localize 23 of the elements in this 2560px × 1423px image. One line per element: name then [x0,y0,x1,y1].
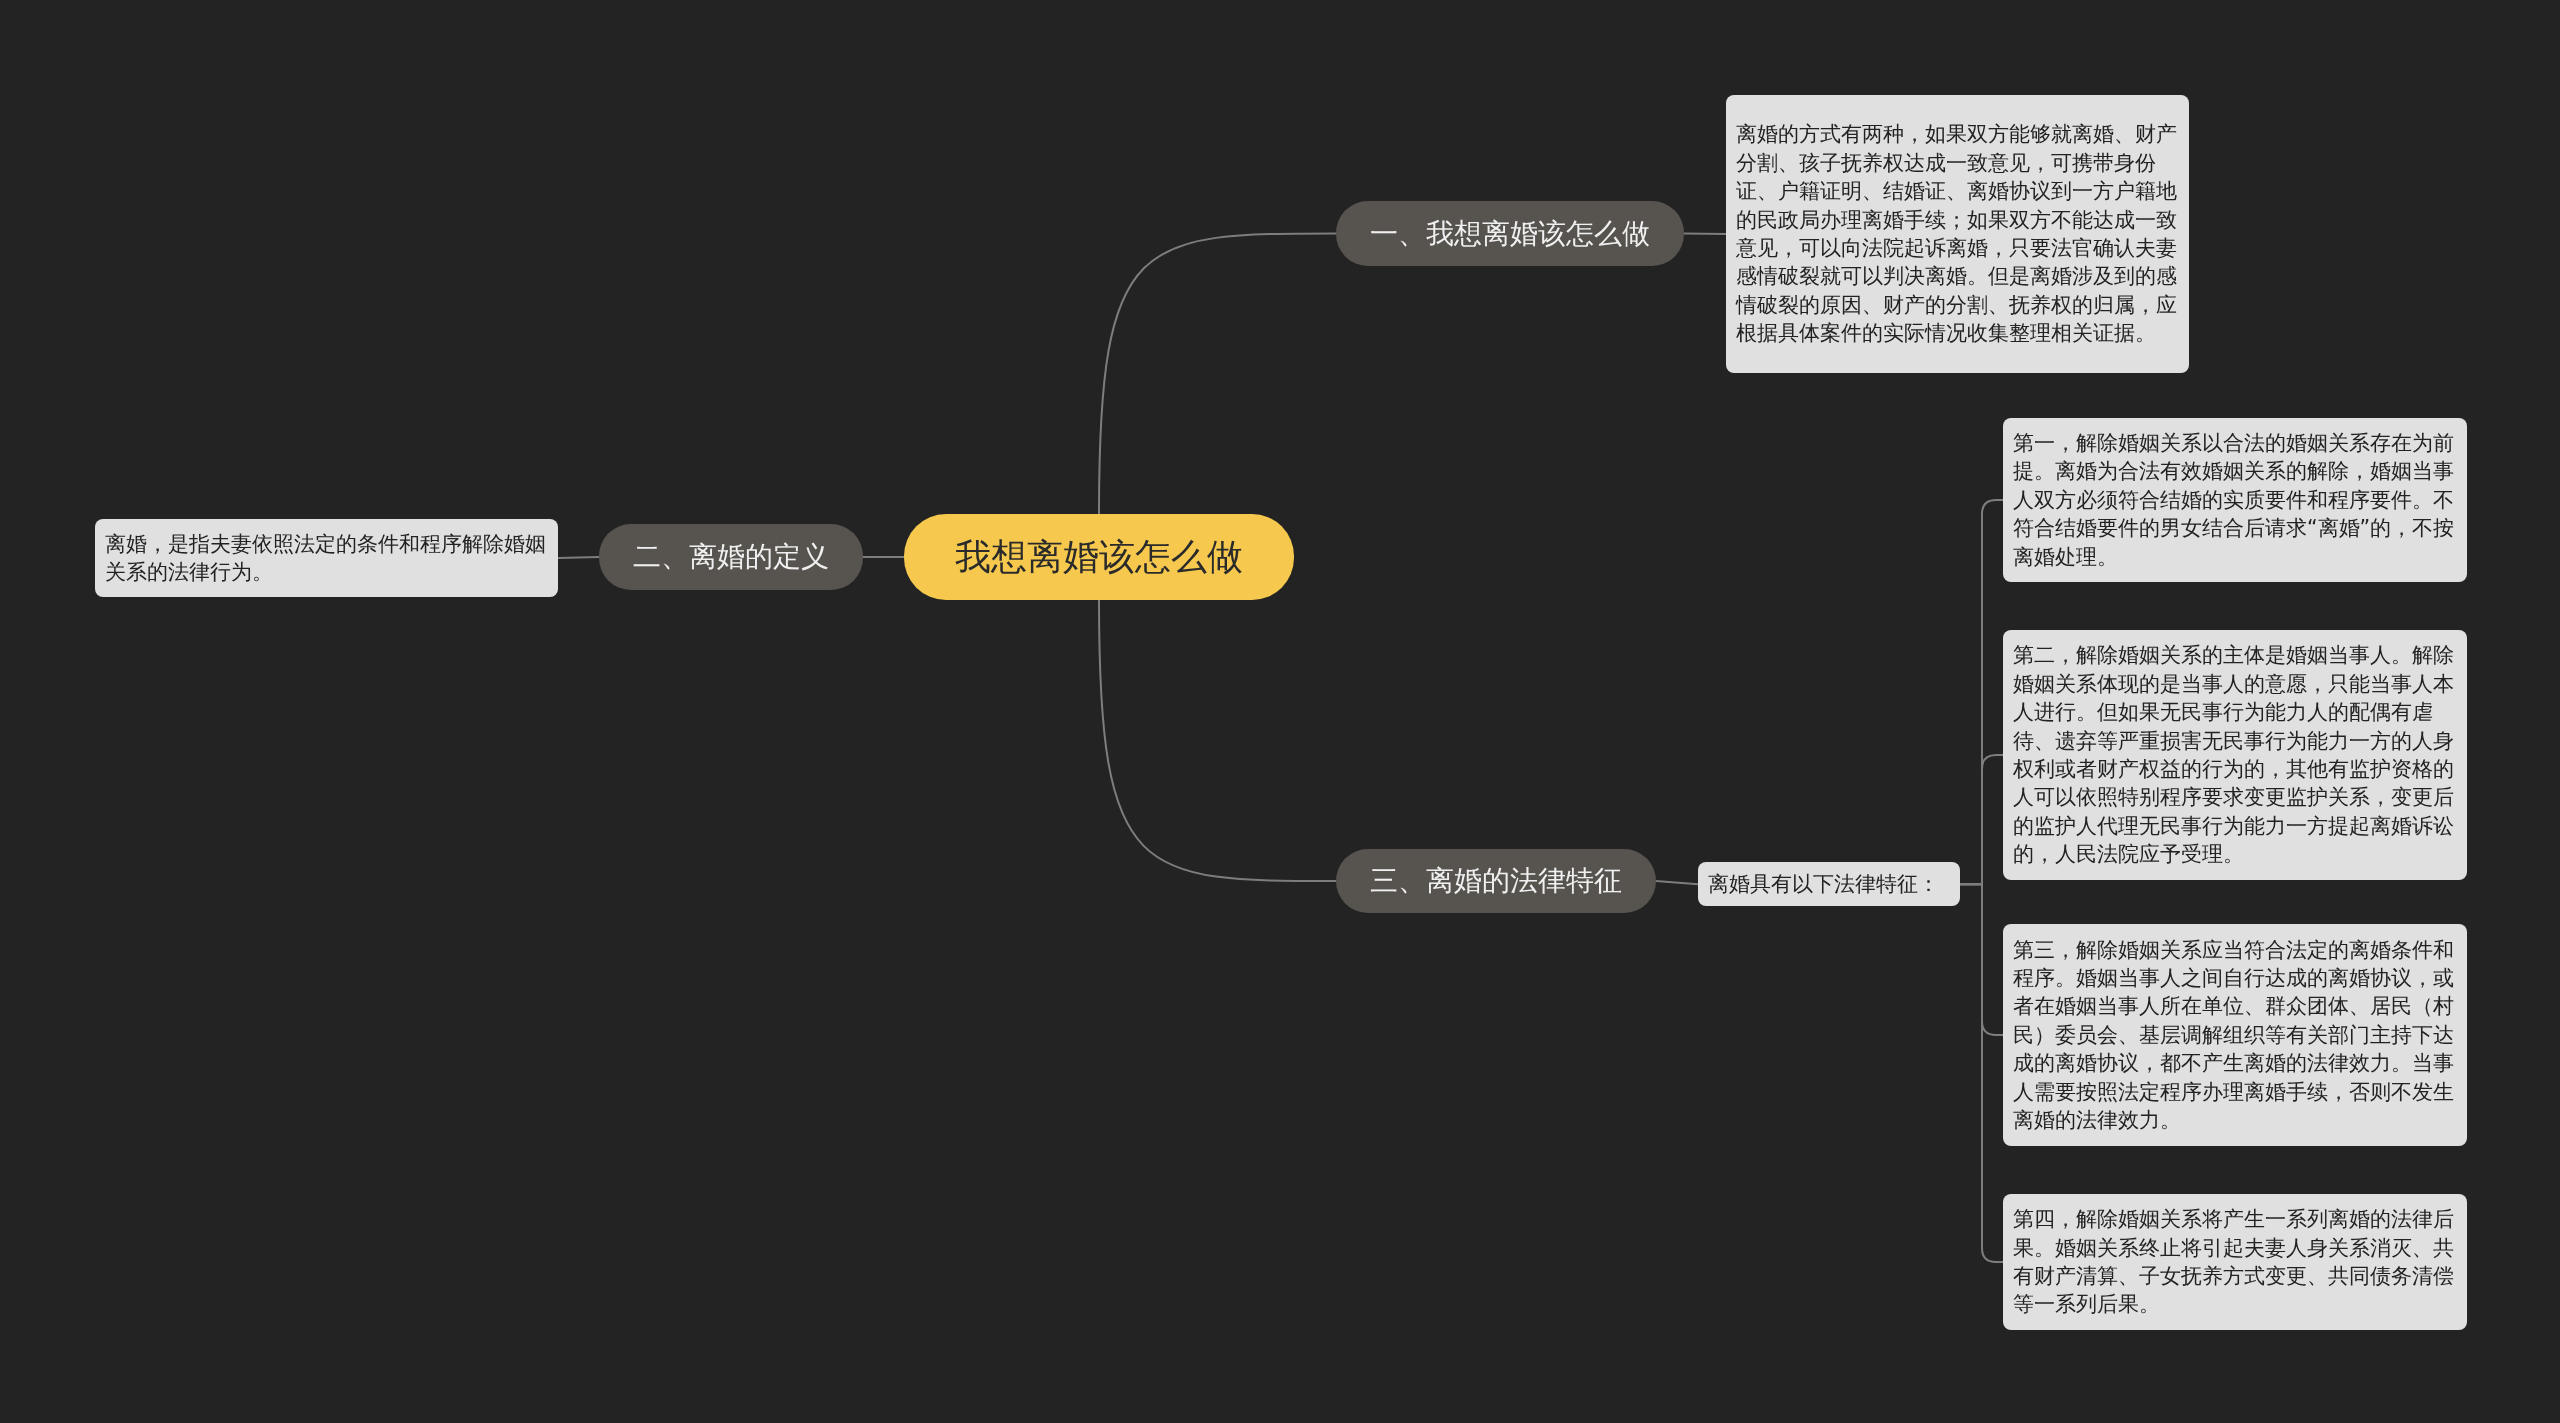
note-card [2003,924,2467,1146]
node-text: 离婚具有以下法律特征： [1708,871,1939,898]
connector-line [1655,880,1699,886]
connector-line [1098,232,1337,515]
note-card [95,519,558,597]
node-text: 一、我想离婚该怎么做 [1370,215,1650,252]
node-text: 二、离婚的定义 [633,539,829,575]
connector-line [557,556,600,559]
node-text: 离婚的方式有两种，如果双方能够就离婚、财产分割、孩子抚养权达成一致意见，可携带身份证、户籍证明、结婚证、离婚协议到一方户籍地的民政局办理离婚手续；如果双方不能达成一致意见，可以向法院起诉离婚，只要法官确认夫妻感情破裂就可以判决离婚。但是离婚涉及到的感情破裂的原因、财产的分割、抚养权的归属，应根据具体案件的实际情况收集整理相关证据。 [1736,121,2178,348]
node-text: 第四，解除婚姻关系将产生一系列离婚的法律后果。婚姻关系终止将引起夫妻人身关系消灭、共有财产清算、子女抚养方式变更、共同债务清偿等一系列后果。 [2013,1206,2455,1319]
node-text: 第二，解除婚姻关系的主体是婚姻当事人。解除婚姻关系体现的是当事人的意愿，只能当事人本人进行。但如果无民事行为能力人的配偶有虐待、遗弃等严重损害无民事行为能力一方的人身权利或者财产权益的行为的，其他有监护资格的人可以依照特别程序要求变更监护关系，变更后的监护人代理无民事行为能力一方提起离婚诉讼的，人民法院应予受理。 [2013,642,2455,869]
node-text: 第三，解除婚姻关系应当符合法定的离婚条件和程序。婚姻当事人之间自行达成的离婚协议，或者在婚姻当事人所在单位、群众团体、居民（村民）委员会、基层调解组织等有关部门主持下达成的离婚协议，都不产生离婚的法律效力。当事人需要按照法定程序办理离婚手续，否则不发生离婚的法律效力。 [2013,936,2455,1134]
note-card [2003,418,2467,582]
connector-line [1098,599,1337,882]
node-text: 离婚，是指夫妻依照法定的条件和程序解除婚姻关系的法律行为。 [105,530,547,586]
connector-line [862,556,905,558]
node-text: 我想离婚该怎么做 [955,534,1243,579]
node-text: 第一，解除婚姻关系以合法的婚姻关系存在为前提。离婚为合法有效婚姻关系的解除，婚姻当事人双方必须符合结婚的实质要件和程序要件。不符合结婚要件的男女结合后请求“离婚”的，不按离婚处理。 [2013,430,2456,571]
note-card [1726,95,2189,373]
note-card [2003,1194,2467,1330]
note-card [1698,862,1960,907]
node-text: 三、离婚的法律特征 [1370,863,1622,899]
connector-line [1683,232,1727,235]
